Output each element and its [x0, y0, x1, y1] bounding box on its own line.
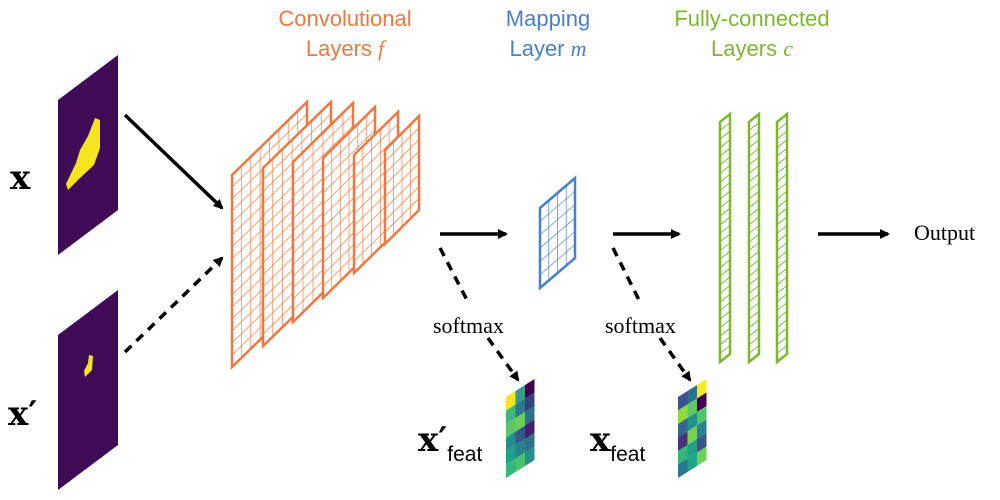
arrow-x-prime-to-conv: [123, 256, 224, 354]
dashed-softmax-to-feat-right: [658, 336, 692, 382]
x-feat-label: xfeat: [590, 420, 645, 466]
heatmap-right-cell-3-1: [687, 425, 697, 445]
heatmap-left-cell-2-0: [506, 418, 516, 438]
fc-layer-2: [747, 111, 761, 365]
conv-layer-6: [383, 112, 421, 248]
x-feat-prime-label: x′feat: [418, 420, 482, 466]
mapping-grid: [538, 175, 577, 291]
mapping-layer: [538, 175, 577, 291]
fc-heading-line2: Layers: [711, 36, 778, 61]
heatmap-right-cell-0-0: [678, 391, 688, 411]
heatmap-left-cell-0-1: [515, 385, 525, 405]
heatmap-left-cell-2-2: [525, 406, 535, 426]
fully-connected-layers: [718, 111, 789, 365]
heatmap-left-cell-5-0: [506, 458, 516, 478]
mapping-var: m: [570, 36, 587, 61]
heatmap-left-cell-2-1: [515, 412, 525, 432]
input-x-prime-shape: [84, 355, 93, 377]
conv-var: f: [378, 36, 385, 61]
feature-heatmap-x-feat: [678, 379, 707, 478]
fc-layers-heading: Fully-connected Layers c: [642, 4, 862, 64]
heatmap-left-cell-1-2: [525, 392, 535, 412]
heatmap-right-cell-5-0: [678, 458, 688, 478]
dashed-softmax-to-feat-left: [486, 336, 520, 382]
heatmap-left-cell-3-1: [515, 425, 525, 445]
x-feat-prime-sub: feat: [447, 443, 483, 466]
heatmap-right-cell-0-1: [687, 385, 697, 405]
heatmap-left-cell-1-1: [515, 398, 525, 418]
heatmap-right-cell-2-0: [678, 418, 688, 438]
heatmap-right-cell-5-1: [687, 452, 697, 472]
mapping-heading-line1: Mapping: [505, 6, 591, 31]
heatmap-left-cell-4-1: [515, 439, 525, 459]
heatmap-right-cell-1-1: [687, 398, 697, 418]
heatmap-left-cell-0-2: [525, 379, 535, 399]
heatmap-right-cell-1-0: [678, 404, 688, 424]
heatmap-right-cell-5-2: [697, 446, 707, 466]
heatmap-right-cell-3-0: [678, 431, 688, 451]
x-feat-sub: feat: [610, 443, 646, 466]
heatmap-right-cell-4-2: [697, 433, 707, 453]
heatmap-left-cell-5-1: [515, 452, 525, 472]
input-image-x: [58, 55, 118, 255]
fc-layer-3: [775, 111, 789, 365]
heatmap-right-cell-2-2: [697, 406, 707, 426]
x-feat-base: x: [590, 420, 611, 460]
fc-layer-1: [718, 111, 732, 365]
mapping-layer-heading: Mapping Layer m: [488, 4, 608, 64]
mapping-heading-line2: Layer: [509, 36, 565, 61]
fc-var: c: [783, 36, 793, 61]
heatmap-left-cell-1-0: [506, 404, 516, 424]
dashed-mapping-to-softmax: [611, 247, 642, 303]
heatmap-left-cell-4-0: [506, 445, 516, 465]
heatmap-right-cell-4-1: [687, 439, 697, 459]
conv-heading-line1: Convolutional: [278, 6, 412, 31]
input-image-x-prime: [58, 290, 118, 490]
x-feat-prime-base: x′: [418, 420, 448, 460]
heatmap-right-cell-1-2: [697, 392, 707, 412]
softmax-label-right: softmax: [605, 313, 676, 338]
fc-heading-line1: Fully-connected: [674, 6, 830, 31]
heatmap-right-cell-0-2: [697, 379, 707, 399]
conv-heading-line2: Layers: [305, 36, 372, 61]
conv-layers-heading: Convolutional Layers f: [250, 4, 440, 64]
convolutional-layers: [230, 99, 421, 370]
heatmap-left-cell-5-2: [525, 446, 535, 466]
input-x-prime-label: x′: [8, 394, 38, 434]
heatmap-right-cell-3-2: [697, 419, 707, 439]
input-x-shape: [66, 118, 100, 190]
output-label: Output: [914, 220, 976, 245]
heatmap-left-cell-0-0: [506, 391, 516, 411]
softmax-label-left: softmax: [433, 313, 504, 338]
arrow-x-to-conv: [123, 113, 224, 210]
heatmap-left-cell-3-0: [506, 431, 516, 451]
heatmap-left-cell-3-2: [525, 419, 535, 439]
heatmap-right-cell-2-1: [687, 412, 697, 432]
feature-heatmap-x-feat-prime: [506, 379, 535, 478]
heatmap-left-cell-4-2: [525, 433, 535, 453]
input-x-label: x: [10, 158, 31, 198]
heatmap-right-cell-4-0: [678, 445, 688, 465]
dashed-conv-to-softmax: [438, 247, 470, 303]
